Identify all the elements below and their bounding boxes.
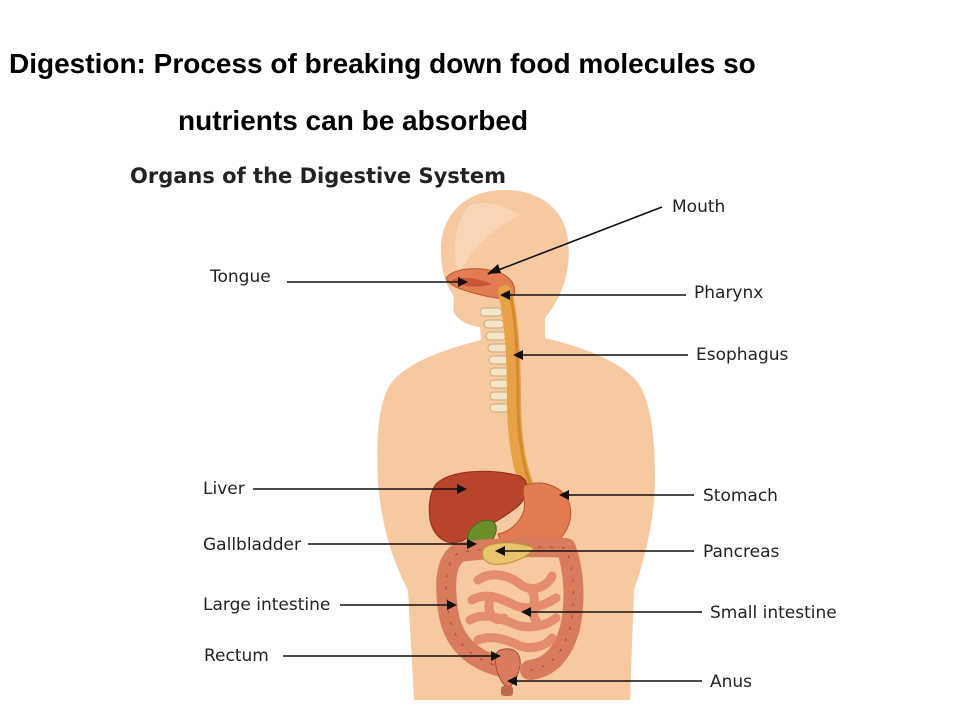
- arrowhead-tongue: [458, 277, 468, 287]
- heading-line-1: Digestion: Process of breaking down food…: [9, 48, 756, 79]
- arrowhead-pancreas: [495, 546, 505, 556]
- label-pharynx: Pharynx: [694, 283, 763, 303]
- label-large-intestine: Large intestine: [203, 595, 330, 615]
- label-mouth: Mouth: [672, 197, 725, 217]
- arrowhead-anus: [507, 676, 517, 686]
- esophagus-tube-inner: [508, 291, 534, 489]
- arrowhead-gallbladder: [467, 539, 477, 549]
- arrowhead-liver: [457, 484, 467, 494]
- arrowhead-large-intestine: [447, 600, 457, 610]
- leader-mouth: [487, 206, 663, 275]
- arrowhead-esophagus: [513, 350, 523, 360]
- pancreas-shape: [481, 542, 535, 565]
- leader-lines: [253, 206, 702, 686]
- label-rectum: Rectum: [204, 646, 269, 666]
- label-stomach: Stomach: [703, 486, 778, 506]
- arrowhead-pharynx: [500, 290, 510, 300]
- label-pancreas: Pancreas: [703, 542, 780, 562]
- small-intestine-shape: [465, 570, 561, 653]
- label-esophagus: Esophagus: [696, 345, 789, 365]
- body-highlight: [455, 203, 520, 275]
- trachea: [479, 307, 511, 413]
- label-small-intestine: Small intestine: [710, 603, 837, 623]
- arrowhead-rectum: [491, 651, 501, 661]
- diagram-title: Organs of the Digestive System: [130, 164, 506, 188]
- label-liver: Liver: [203, 479, 245, 499]
- esophagus-tube: [498, 285, 535, 495]
- label-anus: Anus: [710, 672, 752, 692]
- anus-shape: [501, 686, 513, 696]
- arrowhead-small-intestine: [521, 607, 531, 617]
- heading-line-2: nutrients can be absorbed: [178, 105, 529, 136]
- arrowhead-mouth: [487, 264, 501, 274]
- organ-labels: Mouth Tongue Pharynx Esophagus Liver Sto…: [203, 197, 837, 692]
- label-gallbladder: Gallbladder: [203, 535, 301, 555]
- arrowhead-stomach: [559, 490, 569, 500]
- label-tongue: Tongue: [209, 267, 271, 287]
